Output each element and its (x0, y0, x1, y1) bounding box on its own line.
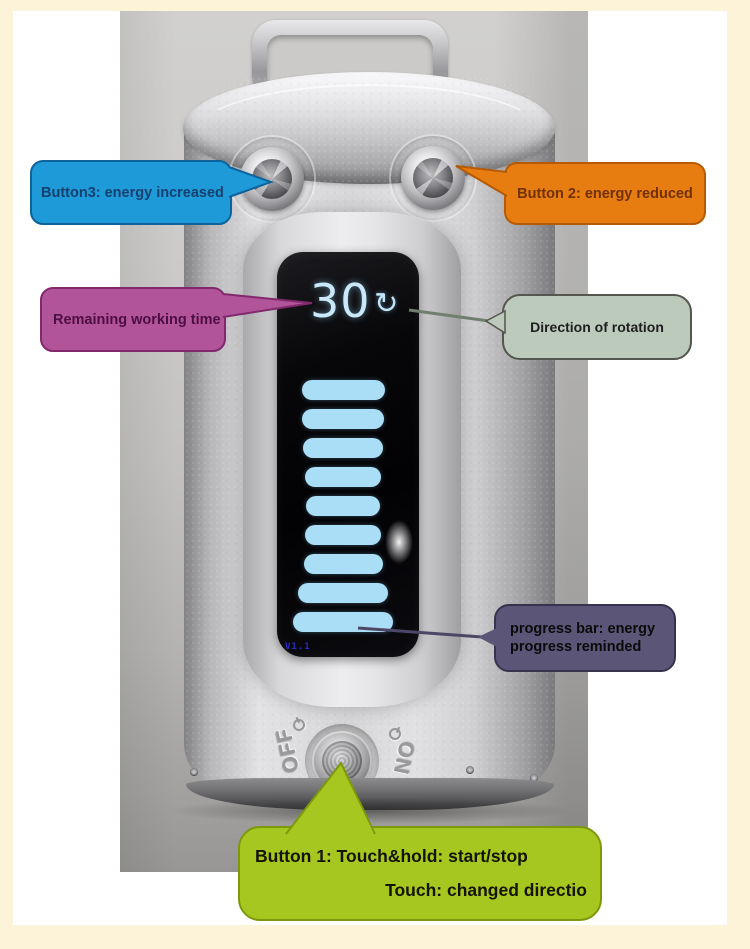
progress-bar-segment (302, 409, 384, 429)
screw (190, 768, 198, 776)
callout-button1-line2: Touch: changed directio (385, 880, 587, 901)
callout-progress-line1: progress bar: energy (510, 620, 656, 637)
cap-highlight (192, 84, 546, 188)
progress-bar-segment (306, 496, 380, 516)
callout-button1-line1: Button 1: Touch&hold: start/stop (255, 845, 528, 866)
callout-button2-label: Button 2: energy reduced (517, 185, 693, 202)
callout-remaining-time-label: Remaining working time (53, 311, 221, 328)
callout-button1: Button 1: Touch&hold: start/stop Touch: … (238, 826, 602, 921)
screen-glare (385, 520, 413, 564)
callout-rotation-label: Direction of rotation (530, 319, 664, 335)
screw (466, 766, 474, 774)
progress-bar-segment (303, 554, 383, 574)
callout-progress-line2: progress reminded (510, 639, 642, 655)
callout-button3-label: Button3: energy increased (41, 184, 224, 201)
device-button2-energy-reduce (401, 146, 465, 210)
energy-progress-bar (272, 380, 414, 632)
progress-bar-segment (305, 467, 381, 487)
remaining-time-value: 30 (310, 274, 371, 328)
callout-remaining-time: Remaining working time (40, 287, 226, 352)
progress-bar-segment (301, 380, 385, 400)
device-button3-energy-increase (240, 147, 304, 211)
callout-button2: Button 2: energy reduced (504, 162, 706, 225)
firmware-version-label: V1.1 (285, 642, 311, 652)
button2-metal-core (413, 158, 453, 198)
button1-metal-core (322, 741, 362, 781)
progress-bar-segment (305, 525, 381, 545)
progress-bar-segment (298, 583, 388, 603)
device-shadow (168, 798, 572, 824)
callout-button3: Button3: energy increased (30, 160, 232, 225)
screw (530, 774, 538, 782)
button3-metal-core (252, 159, 292, 199)
rotation-direction-icon: ↻ (374, 286, 399, 320)
callout-progress-bar: progress bar: energy progress reminded (494, 604, 676, 672)
callout-rotation-direction: Direction of rotation (502, 294, 692, 360)
device-display: 30 ↻ V1.1 (277, 252, 419, 657)
progress-bar-segment (303, 438, 383, 458)
progress-bar-segment (293, 612, 393, 632)
